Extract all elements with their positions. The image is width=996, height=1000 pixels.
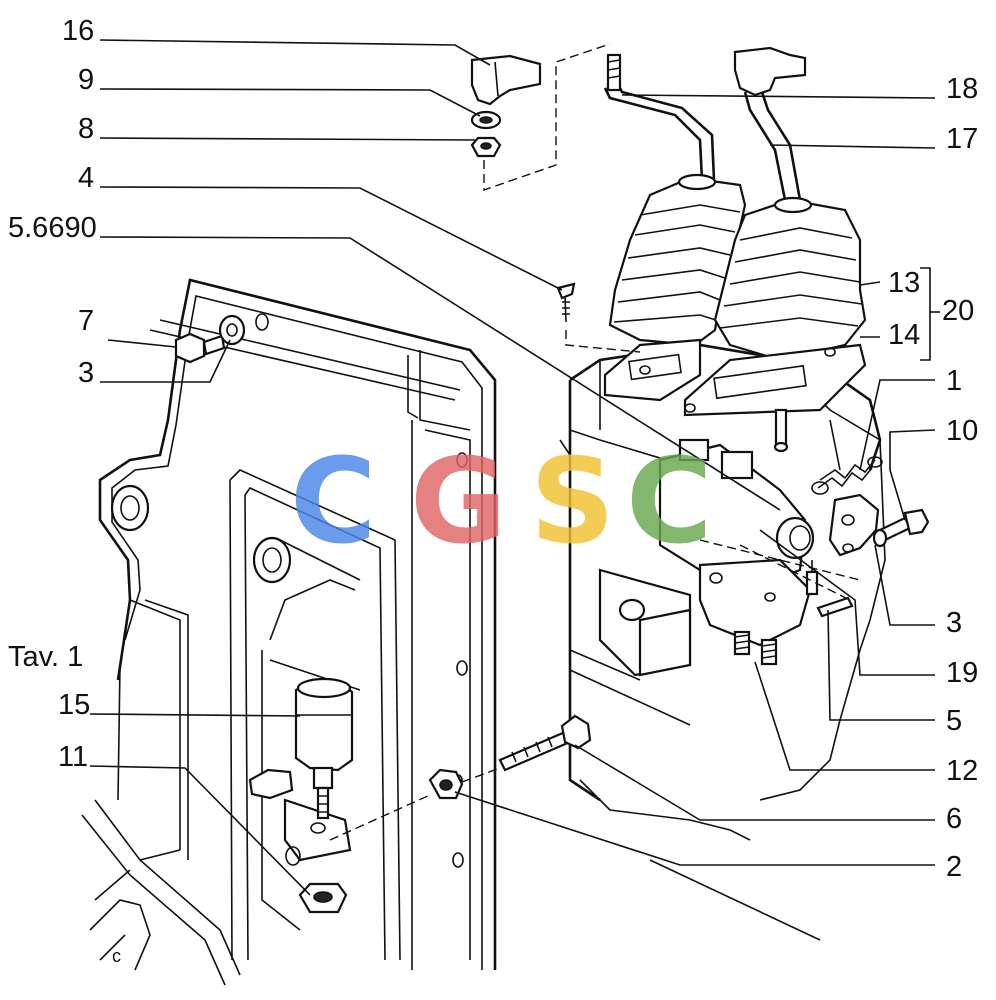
cab-panel-housing: [81, 278, 497, 986]
knob-16: [470, 54, 542, 106]
label-11: 11: [58, 741, 88, 773]
rubber-boot-13: [608, 173, 747, 347]
label-3-right: 3: [946, 607, 962, 639]
valve-assembly: [598, 438, 930, 677]
bolt-6: [498, 714, 592, 772]
label-9: 9: [78, 64, 94, 96]
label-16: 16: [62, 15, 94, 47]
screw-4: [556, 282, 641, 353]
switch-15: [248, 677, 354, 820]
watermark-letter-4: C: [626, 432, 713, 570]
nut-11: [298, 882, 348, 914]
label-corner-c: c: [112, 946, 121, 966]
label-5: 5: [946, 705, 962, 737]
label-1: 1: [946, 365, 962, 397]
watermark-letter-3: S: [530, 432, 615, 570]
cgsc-watermark: C G S C: [290, 432, 713, 570]
lever-18: [603, 53, 716, 181]
label-7: 7: [78, 305, 94, 337]
nut-2: [329, 767, 501, 841]
part-labels: 16 9 8 4 5.6690 7 3 Tav. 1 15 11 18 17 1…: [8, 15, 978, 966]
bolt-7: [174, 332, 226, 364]
label-20: 20: [942, 295, 974, 327]
label-2: 2: [946, 851, 962, 883]
label-10: 10: [946, 415, 978, 447]
lever-base-plates: [603, 338, 867, 453]
washer-3-left: [218, 314, 246, 346]
label-8: 8: [78, 113, 94, 145]
watermark-letter-2: G: [410, 432, 507, 570]
label-4: 4: [78, 162, 94, 194]
watermark-letter-1: C: [290, 432, 377, 570]
nut-8: [470, 136, 502, 158]
label-12: 12: [946, 755, 978, 787]
label-13: 13: [888, 267, 920, 299]
label-3-left: 3: [78, 357, 94, 389]
lever-17: [733, 46, 807, 201]
knob-mount-dashed-guide: [483, 43, 611, 191]
label-6: 6: [946, 803, 962, 835]
leader-lines: [89, 39, 940, 941]
label-18: 18: [946, 73, 978, 105]
label-tav-1: Tav. 1: [8, 641, 83, 673]
label-19: 19: [946, 657, 978, 689]
label-15: 15: [58, 689, 90, 721]
label-17: 17: [946, 123, 978, 155]
rubber-boot-14: [713, 196, 867, 362]
label-5-6690: 5.6690: [8, 212, 97, 244]
label-14: 14: [888, 319, 920, 351]
